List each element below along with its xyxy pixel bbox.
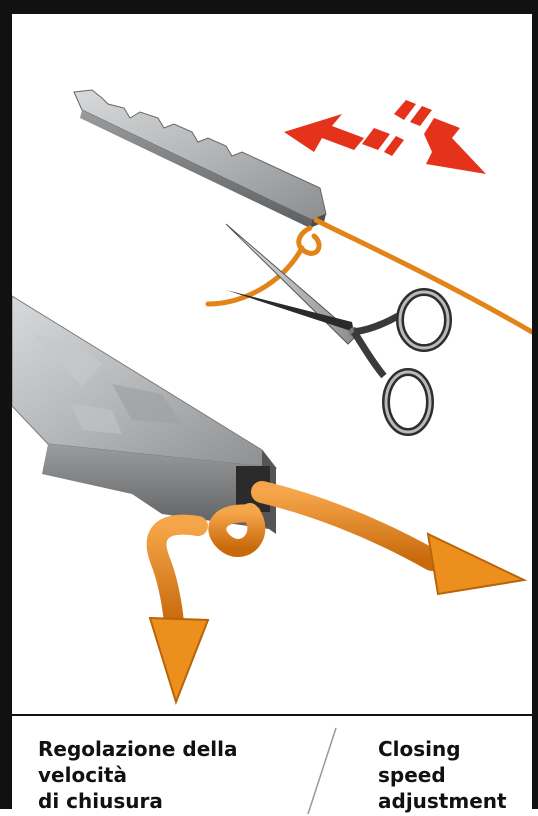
- caption-divider: [302, 726, 342, 816]
- english-caption-line2: adjustment: [378, 788, 528, 814]
- double-arrow-icon: [284, 100, 486, 174]
- closing-speed-illustration: [12, 14, 532, 714]
- english-caption-line1: Closing speed: [378, 736, 528, 788]
- frame-border-right: [532, 0, 538, 809]
- thick-cord: [150, 492, 524, 702]
- italian-caption-line1: Regolazione della velocità: [38, 736, 318, 788]
- thin-cord: [208, 220, 532, 332]
- italian-caption-line2: di chiusura: [38, 788, 318, 814]
- caption-bar: Regolazione della velocità di chiusura C…: [12, 714, 532, 811]
- scissors-icon: [226, 224, 448, 432]
- notched-strip: [74, 90, 326, 228]
- frame-border-left: [0, 0, 12, 809]
- english-caption: Closing speed adjustment: [378, 736, 528, 814]
- frame-border-top: [0, 0, 538, 14]
- metal-bar: [12, 296, 276, 534]
- italian-caption: Regolazione della velocità di chiusura: [38, 736, 318, 814]
